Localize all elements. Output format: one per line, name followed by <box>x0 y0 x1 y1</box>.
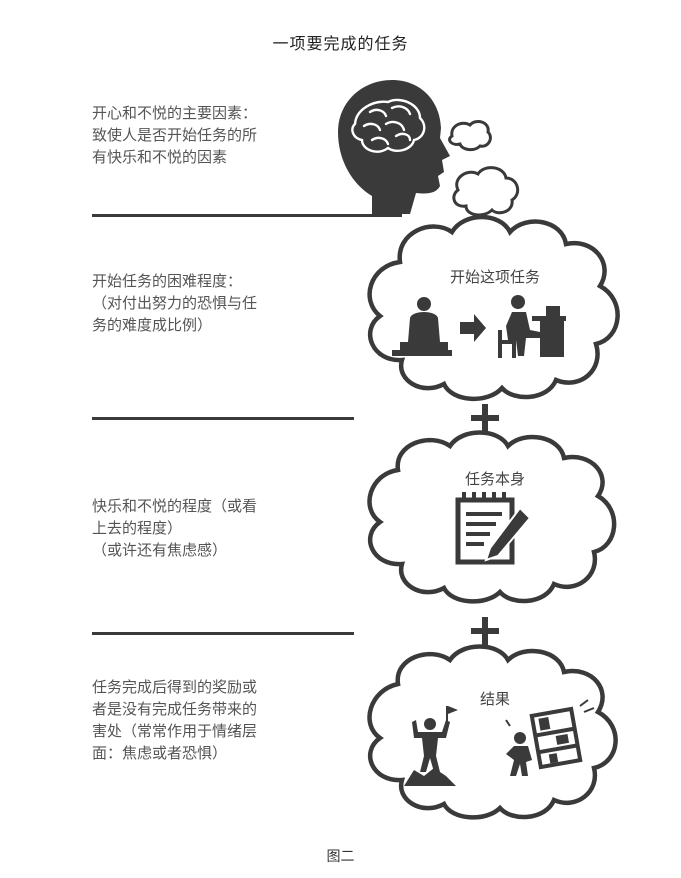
separator-3 <box>92 632 354 635</box>
section-1-line-2: 致使人是否开始任务的所 <box>92 126 258 144</box>
section-4-line-3: 害处（常常作用于情绪层 <box>92 722 258 740</box>
section-4-line-1: 任务完成后得到的奖励或 <box>92 678 258 696</box>
head-brain-icon <box>338 80 450 214</box>
summit-flag-icon <box>404 706 458 786</box>
section-1-line-1: 开心和不悦的主要因素： <box>92 104 258 122</box>
person-sitting-icon <box>392 297 452 356</box>
section-2-line-1: 开始任务的困难程度： <box>92 272 243 290</box>
section-1-line-3: 有快乐和不悦的因素 <box>92 148 228 166</box>
section-1-text: 开心和不悦的主要因素： 致使人是否开始任务的所 有快乐和不悦的因素 <box>92 102 342 168</box>
falling-shelf-icon <box>505 699 595 776</box>
section-2-line-3: 务的难度成比例） <box>92 316 213 334</box>
plus-icon <box>471 404 499 432</box>
cloud-task-itself <box>367 430 617 604</box>
section-3-text: 快乐和不悦的程度（或看 上去的程度） （或许还有焦虑感） <box>92 495 342 561</box>
plus-icon <box>471 617 499 645</box>
section-3-line-3: （或许还有焦虑感） <box>92 541 228 559</box>
cloud-label-start-task: 开始这项任务 <box>449 268 540 286</box>
section-2-text: 开始任务的困难程度： （对付出努力的恐惧与任 务的难度成比例） <box>92 270 342 336</box>
diagram-title: 一项要完成的任务 <box>272 34 409 53</box>
section-2-line-2: （对付出努力的恐惧与任 <box>92 294 258 312</box>
section-4-text: 任务完成后得到的奖励或 者是没有完成任务带来的 害处（常常作用于情绪层 面：焦虑… <box>92 676 342 764</box>
section-3-line-1: 快乐和不悦的程度（或看 <box>92 497 258 515</box>
notepad-pencil-icon <box>455 492 532 565</box>
separator-1 <box>92 214 402 217</box>
section-4-line-2: 者是没有完成任务带来的 <box>92 700 258 718</box>
figure-caption: 图二 <box>326 849 355 865</box>
separator-2 <box>92 417 354 420</box>
cloud-label-task-itself: 任务本身 <box>464 470 525 488</box>
person-at-desk-icon <box>498 295 566 358</box>
thought-bubble-icon <box>448 120 520 217</box>
section-3-line-2: 上去的程度） <box>92 519 183 537</box>
cloud-result <box>367 644 618 820</box>
cloud-start-task <box>367 214 620 402</box>
arrow-right-icon <box>460 314 486 342</box>
section-4-line-4: 面：焦虑或者恐惧） <box>92 744 228 762</box>
cloud-label-result: 结果 <box>479 690 510 708</box>
